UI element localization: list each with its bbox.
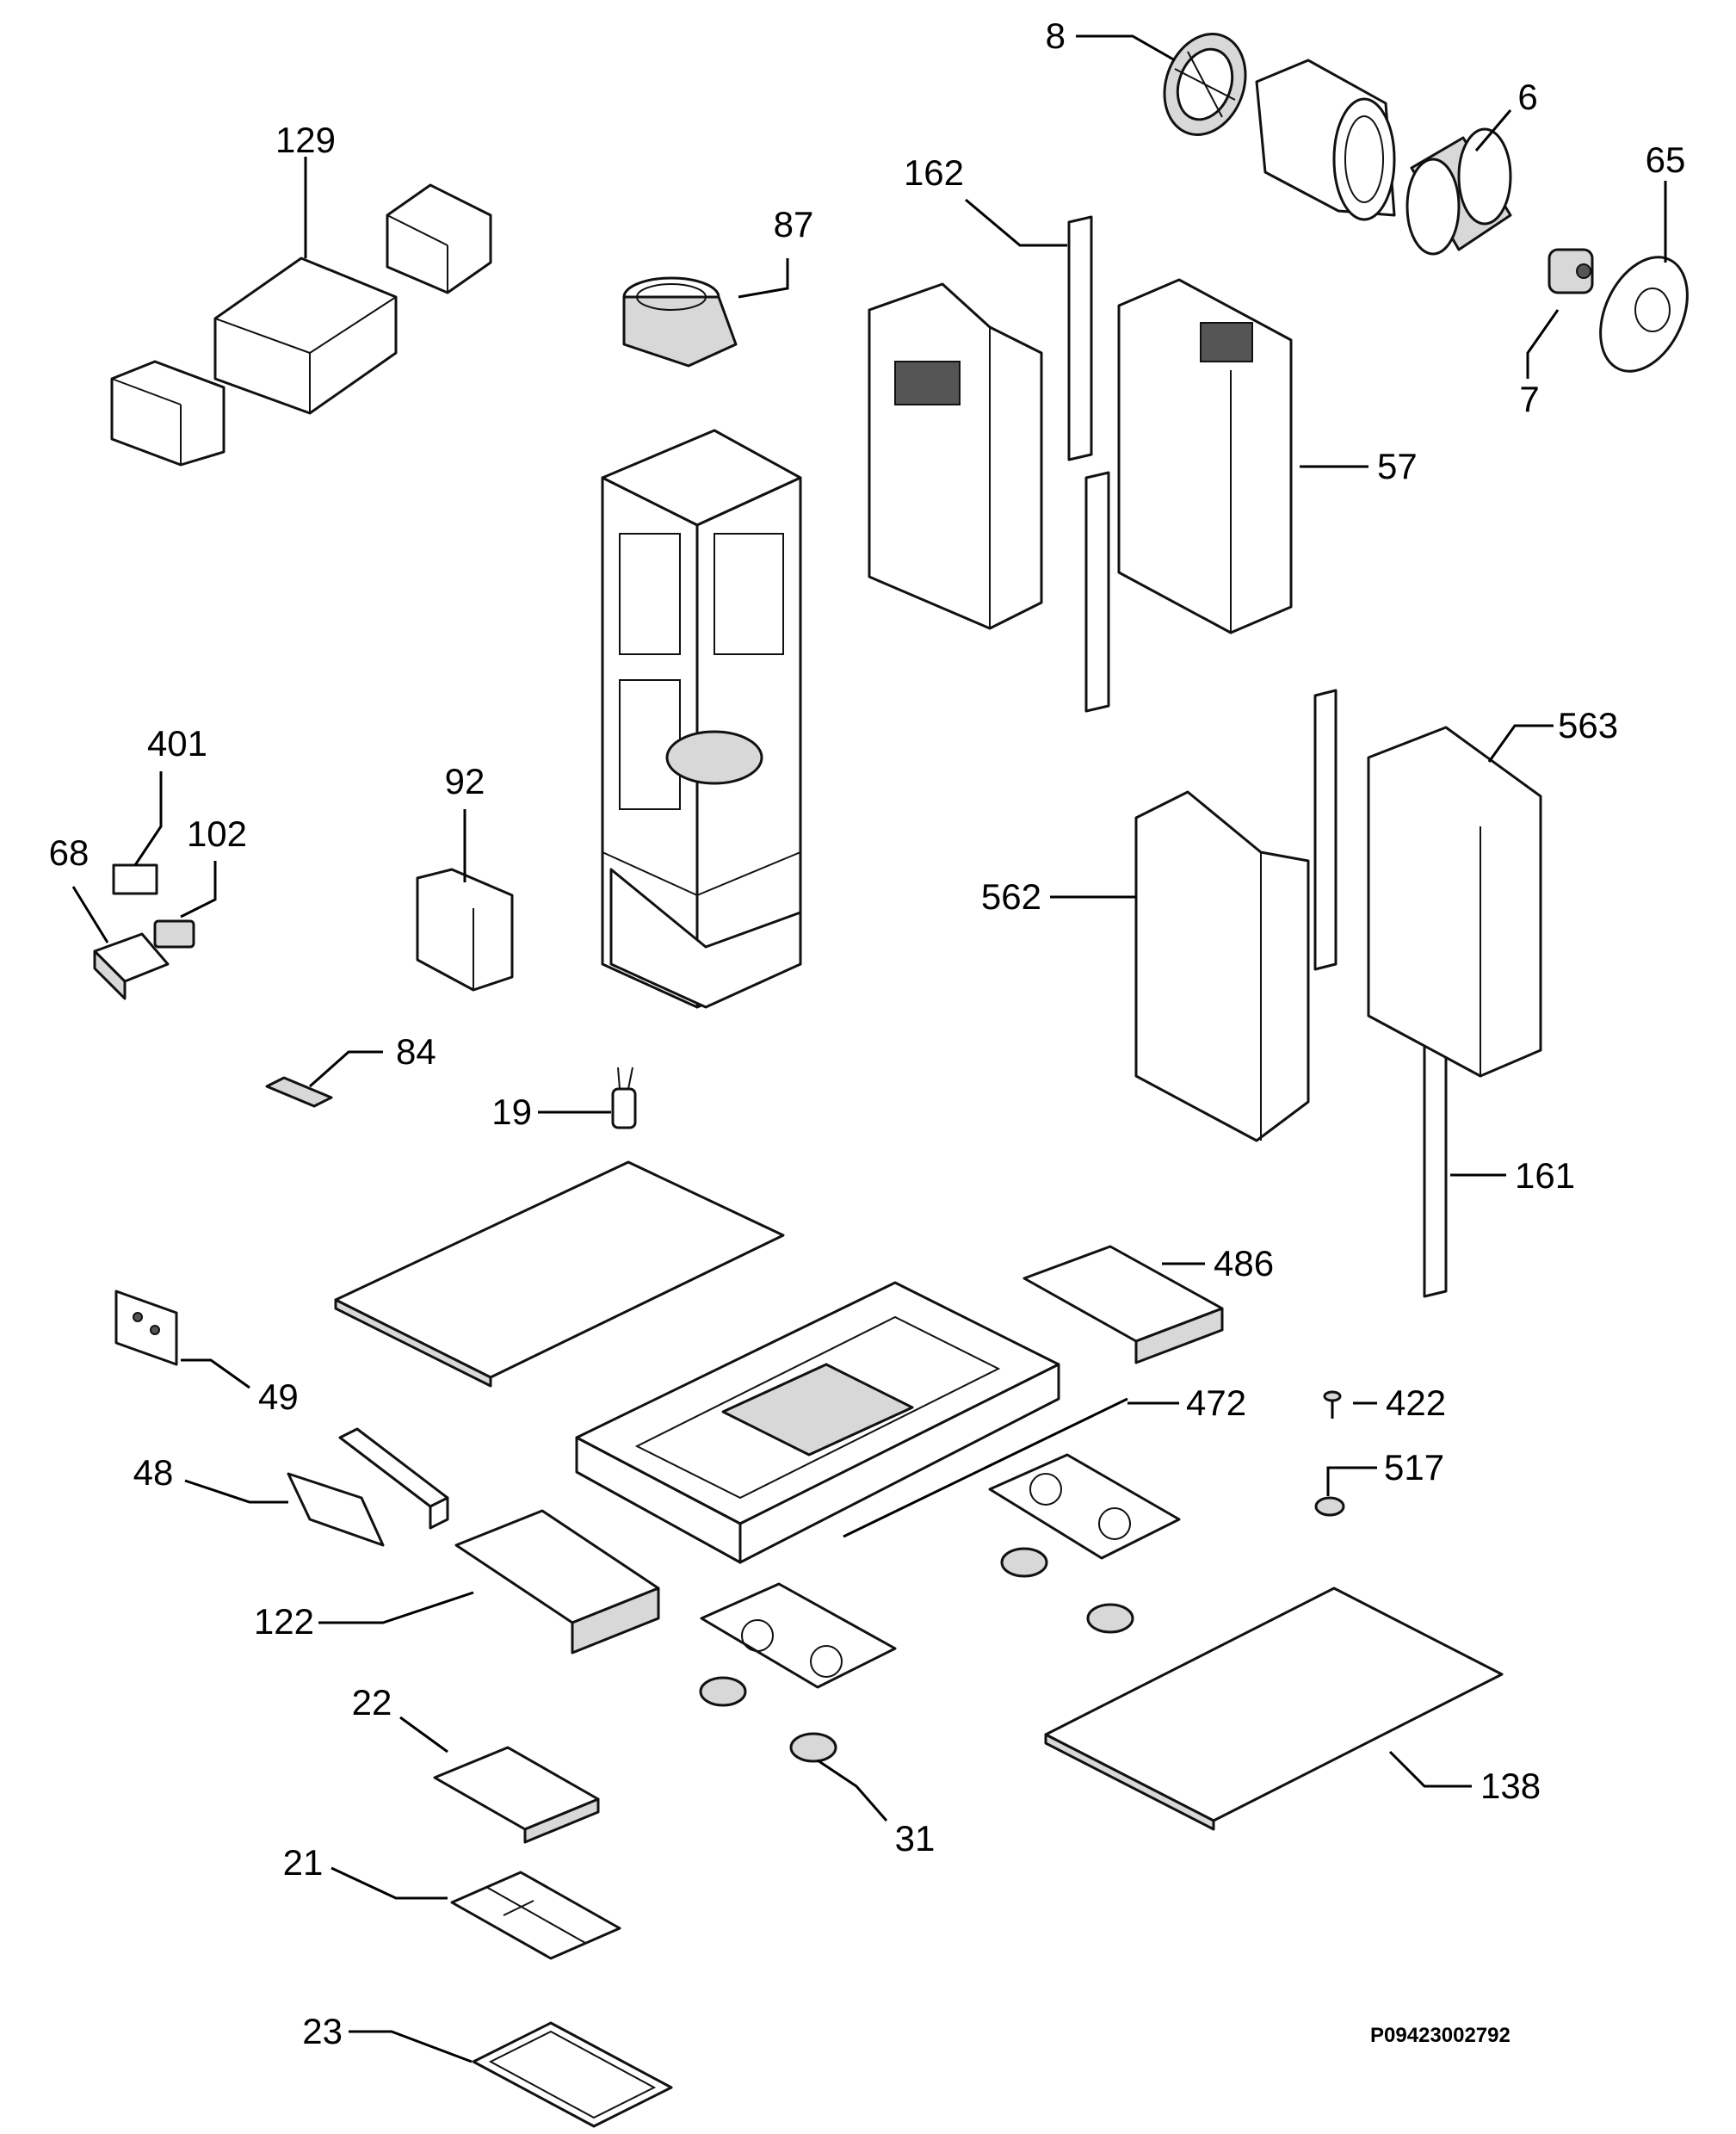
callout-22: 22 xyxy=(352,1682,392,1723)
part-138-bottom-glass-panel[interactable] xyxy=(1044,1587,1504,1831)
callout-486: 486 xyxy=(1214,1243,1274,1283)
part-control-plate-right[interactable] xyxy=(988,1453,1181,1560)
callout-122: 122 xyxy=(254,1601,314,1642)
part-122-side-cover[interactable] xyxy=(454,1509,660,1655)
part-562-lower-chimney-front[interactable] xyxy=(1134,790,1310,1142)
part-68-terminal-box[interactable] xyxy=(93,932,170,1000)
part-517-grommet[interactable] xyxy=(1314,1496,1345,1517)
part-bracket-upper[interactable] xyxy=(338,1427,449,1530)
callout-129: 129 xyxy=(275,120,336,160)
part-92-electronic-box[interactable] xyxy=(416,868,514,992)
callout-563: 563 xyxy=(1558,705,1618,745)
part-upper-chimney-front[interactable] xyxy=(868,282,1043,630)
part-129-carton-inserts[interactable] xyxy=(110,183,492,467)
part-tower-frame[interactable] xyxy=(601,429,802,1009)
diagram-code: P09423002792 xyxy=(1370,2024,1511,2047)
part-49-pcb[interactable] xyxy=(114,1290,178,1366)
callout-65: 65 xyxy=(1646,139,1686,180)
part-control-plate-left[interactable] xyxy=(700,1582,897,1689)
part-23-filter[interactable] xyxy=(472,2021,673,2128)
part-trim-strip-lower[interactable] xyxy=(1084,471,1110,713)
callout-19: 19 xyxy=(491,1092,532,1132)
part-fan-housing[interactable] xyxy=(1255,59,1396,221)
callout-31: 31 xyxy=(895,1818,936,1859)
part-8-grille[interactable] xyxy=(1151,22,1259,146)
part-401-label[interactable] xyxy=(112,863,158,895)
callout-49: 49 xyxy=(258,1376,299,1417)
part-57-upper-chimney-rear[interactable] xyxy=(1117,278,1293,634)
callout-562: 562 xyxy=(981,876,1041,917)
part-87-duct-adaptor[interactable] xyxy=(622,276,738,368)
callout-87: 87 xyxy=(774,204,814,244)
callout-48: 48 xyxy=(133,1452,174,1493)
part-6-impeller[interactable] xyxy=(1405,127,1512,256)
callout-161: 161 xyxy=(1515,1155,1575,1196)
callout-57: 57 xyxy=(1377,446,1418,486)
part-22-filter-pad[interactable] xyxy=(433,1746,600,1844)
part-563-lower-chimney-rear[interactable] xyxy=(1367,726,1542,1078)
callout-92: 92 xyxy=(445,761,485,801)
part-102-connector[interactable] xyxy=(153,919,195,949)
callout-68: 68 xyxy=(49,832,90,873)
part-main-hood-body[interactable] xyxy=(575,1281,1060,1564)
part-21-filter-frame[interactable] xyxy=(450,1871,621,1960)
callout-7: 7 xyxy=(1519,379,1539,419)
callout-84: 84 xyxy=(396,1031,436,1072)
callout-472: 472 xyxy=(1186,1382,1246,1423)
part-top-glass-panel[interactable] xyxy=(334,1160,785,1388)
callout-102: 102 xyxy=(187,813,247,854)
part-tower-base[interactable] xyxy=(609,868,802,1009)
callout-401: 401 xyxy=(147,723,207,764)
part-422-screw[interactable] xyxy=(1323,1390,1342,1419)
part-162-trim-strip[interactable] xyxy=(1067,215,1093,461)
callout-6: 6 xyxy=(1517,77,1537,117)
part-31-knob[interactable] xyxy=(699,1547,1134,1763)
callout-162: 162 xyxy=(904,152,964,193)
callout-21: 21 xyxy=(283,1842,324,1883)
callout-138: 138 xyxy=(1480,1766,1541,1806)
part-65-motor-plate[interactable] xyxy=(1584,244,1705,386)
part-trim-strip-center[interactable] xyxy=(1313,689,1338,971)
callout-8: 8 xyxy=(1046,15,1066,56)
callout-23: 23 xyxy=(302,2011,343,2051)
part-84-remote-control[interactable] xyxy=(265,1076,333,1108)
callout-517: 517 xyxy=(1384,1447,1444,1488)
callout-422: 422 xyxy=(1386,1382,1446,1423)
leader-lines xyxy=(71,34,1667,2063)
part-472-strip[interactable] xyxy=(843,1397,1128,1538)
part-19-capacitor[interactable] xyxy=(611,1067,637,1129)
part-7-motor[interactable] xyxy=(1548,248,1594,294)
part-48-bracket[interactable] xyxy=(287,1472,385,1547)
part-486-side-cover[interactable] xyxy=(1022,1245,1224,1364)
